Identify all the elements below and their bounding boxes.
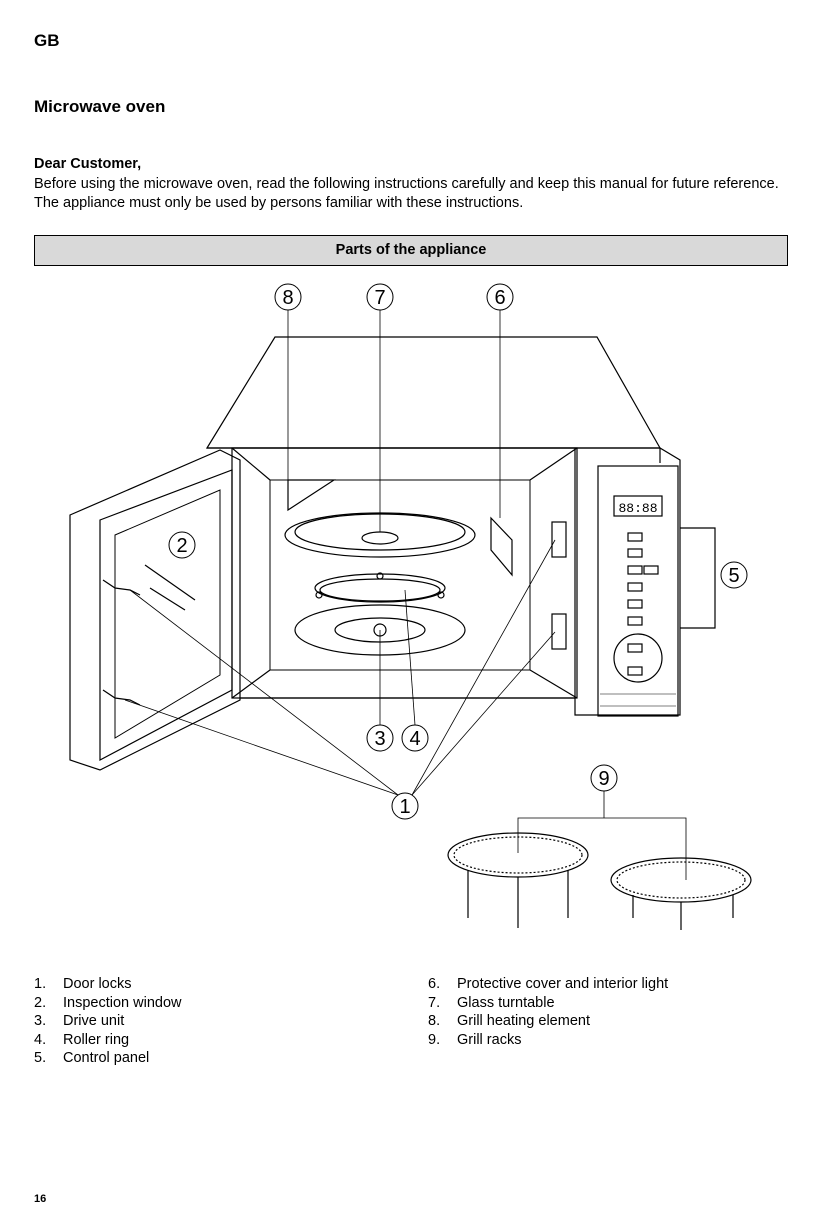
list-item: 4.Roller ring bbox=[34, 1031, 130, 1048]
leader-lines bbox=[124, 310, 687, 880]
svg-text:3: 3 bbox=[374, 728, 385, 750]
svg-text:4: 4 bbox=[409, 728, 420, 750]
list-item: 5.Control panel bbox=[34, 1050, 150, 1067]
callout-2: 2 bbox=[168, 531, 196, 559]
callout-3: 3 bbox=[366, 724, 394, 752]
list-item: 9.Grill racks bbox=[428, 1031, 522, 1048]
svg-text:7: 7 bbox=[374, 287, 385, 309]
callout-9: 9 bbox=[590, 764, 618, 792]
greeting: Dear Customer, bbox=[34, 156, 142, 172]
svg-text:6: 6 bbox=[494, 287, 505, 309]
callout-8: 8 bbox=[274, 283, 302, 311]
section-header: Parts of the appliance bbox=[34, 235, 788, 266]
callout-6: 6 bbox=[486, 283, 514, 311]
page-number: 16 bbox=[34, 1193, 47, 1205]
svg-text:2: 2 bbox=[176, 535, 187, 557]
microwave-parts-diagram: 88:88 8 bbox=[69, 283, 752, 930]
parts-list-left: 1.Door locks 2.Inspection window 3.Drive… bbox=[34, 975, 414, 1068]
display-readout: 88:88 bbox=[618, 501, 657, 516]
list-item: 7.Glass turntable bbox=[428, 994, 555, 1011]
callout-4: 4 bbox=[401, 724, 429, 752]
oven-door bbox=[69, 449, 241, 771]
control-panel: 88:88 bbox=[597, 465, 716, 717]
grill-element bbox=[287, 479, 337, 512]
list-item: 6.Protective cover and interior light bbox=[428, 976, 669, 992]
oven-body bbox=[205, 336, 681, 716]
light-cover bbox=[490, 516, 513, 577]
list-item: 2.Inspection window bbox=[34, 994, 182, 1011]
grill-rack-right bbox=[610, 857, 752, 930]
door-lock-lower bbox=[551, 613, 567, 650]
callout-7: 7 bbox=[366, 283, 394, 311]
list-item: 3.Drive unit bbox=[34, 1013, 125, 1030]
parts-list-right: 6.Protective cover and interior light 7.… bbox=[428, 975, 808, 1049]
svg-text:8: 8 bbox=[282, 287, 293, 309]
svg-text:9: 9 bbox=[598, 768, 609, 790]
list-item: 8.Grill heating element bbox=[428, 1013, 590, 1030]
svg-text:1: 1 bbox=[399, 796, 410, 818]
svg-text:5: 5 bbox=[728, 565, 739, 587]
callout-5: 5 bbox=[720, 561, 748, 589]
callout-1: 1 bbox=[391, 792, 419, 820]
door-lock-upper bbox=[551, 521, 567, 558]
language-code: GB bbox=[34, 31, 60, 50]
roller-ring bbox=[314, 572, 446, 603]
intro-paragraph: Before using the microwave oven, read th… bbox=[34, 176, 779, 211]
page-title: Microwave oven bbox=[34, 97, 166, 116]
list-item: 1.Door locks bbox=[34, 976, 132, 992]
